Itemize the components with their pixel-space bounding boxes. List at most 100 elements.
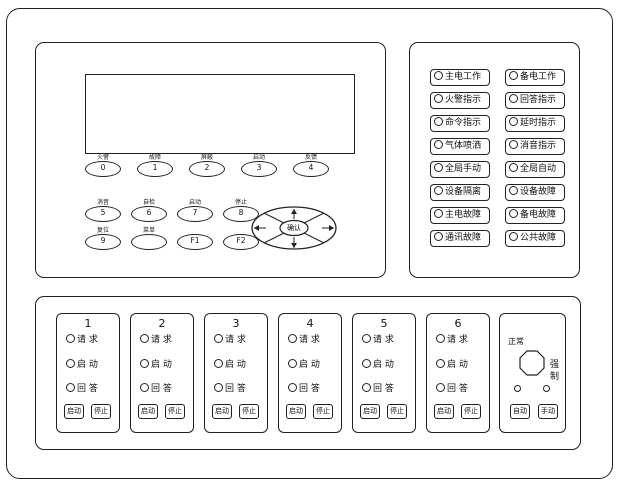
key-label: 屏蔽 <box>200 154 213 161</box>
zone-answer-status: 回 答 <box>140 381 172 394</box>
zone-start-button[interactable]: 启动 <box>64 404 84 419</box>
zone-stop-button[interactable]: 停止 <box>387 404 407 419</box>
zone-request-status: 请 求 <box>436 332 468 345</box>
indicator-label: 气体喷洒 <box>445 141 482 151</box>
zone-request-label: 请 求 <box>447 335 468 345</box>
arrow-up-icon <box>291 209 297 214</box>
zone-start-status: 启 动 <box>288 357 320 370</box>
zone-start-label: 启 动 <box>77 360 98 370</box>
key-button[interactable]: 6 <box>131 206 167 222</box>
zone-request-status: 请 求 <box>214 332 246 345</box>
led-icon <box>362 383 371 392</box>
led-icon <box>434 71 443 80</box>
led-icon <box>214 359 223 368</box>
zone-request-status: 请 求 <box>66 332 98 345</box>
key-button[interactable]: 9 <box>85 234 121 250</box>
indicator-lamp: 全局手动 <box>430 161 490 178</box>
led-icon <box>140 334 149 343</box>
zone-start-button[interactable]: 启动 <box>434 404 454 419</box>
indicator-label: 设备隔离 <box>445 187 482 197</box>
indicator-label: 通讯故障 <box>445 233 482 243</box>
indicator-label: 主电故障 <box>445 210 482 220</box>
indicator-label: 备电故障 <box>520 210 557 220</box>
key-label <box>218 227 264 234</box>
led-icon <box>362 334 371 343</box>
key-button[interactable]: 5 <box>85 206 121 222</box>
indicator-lamp: 备电故障 <box>505 207 565 224</box>
key-button[interactable]: 0 <box>85 161 121 177</box>
zone-start-label: 启 动 <box>225 360 246 370</box>
keypad-key[interactable]: 菜单 <box>126 227 172 250</box>
indicator-label: 备电工作 <box>520 72 557 82</box>
zone-answer-status: 回 答 <box>288 381 320 394</box>
zone-stop-button[interactable]: 停止 <box>165 404 185 419</box>
key-button[interactable]: 1 <box>137 161 173 177</box>
indicator-label: 主电工作 <box>445 72 482 82</box>
zone-answer-status: 回 答 <box>66 381 98 394</box>
zone-start-button[interactable]: 启动 <box>138 404 158 419</box>
keypad-key[interactable]: F2 <box>218 227 264 250</box>
led-icon <box>288 359 297 368</box>
force-label-2: 制 <box>550 372 560 382</box>
key-button[interactable]: 7 <box>177 206 213 222</box>
key-label: 故障 <box>148 154 161 161</box>
key-button[interactable]: 2 <box>189 161 225 177</box>
led-icon <box>434 209 443 218</box>
key-label: 停止 <box>234 199 247 206</box>
zone-panel <box>35 296 581 450</box>
key-label: 反馈 <box>304 154 317 161</box>
zone-answer-status: 回 答 <box>362 381 394 394</box>
zone-number: 5 <box>380 317 388 330</box>
zone-answer-label: 回 答 <box>447 384 468 394</box>
key-button[interactable]: 8 <box>223 206 259 222</box>
key-label <box>172 227 218 234</box>
force-led-left <box>514 385 521 392</box>
indicator-lamp: 回答指示 <box>505 92 565 109</box>
key-button[interactable]: F2 <box>223 234 259 250</box>
direction-pad[interactable] <box>250 205 338 251</box>
led-icon <box>288 383 297 392</box>
zone-start-button[interactable]: 启动 <box>360 404 380 419</box>
zone-stop-button[interactable]: 停止 <box>91 404 111 419</box>
key-button[interactable]: 4 <box>293 161 329 177</box>
zone-start-button[interactable]: 启动 <box>212 404 232 419</box>
key-button[interactable] <box>131 234 167 250</box>
zone-request-status: 请 求 <box>288 332 320 345</box>
led-icon <box>214 334 223 343</box>
indicator-label: 火警指示 <box>445 95 482 105</box>
indicator-lamp: 公共故障 <box>505 230 565 247</box>
zone-stop-button[interactable]: 停止 <box>239 404 259 419</box>
zone-request-label: 请 求 <box>151 335 172 345</box>
zone-start-status: 启 动 <box>66 357 98 370</box>
led-icon <box>288 334 297 343</box>
zone-stop-button[interactable]: 停止 <box>461 404 481 419</box>
indicator-lamp: 命令指示 <box>430 115 490 132</box>
indicator-label: 全局手动 <box>445 164 482 174</box>
key-button[interactable]: F1 <box>177 234 213 250</box>
confirm-button[interactable]: 确认 <box>287 224 301 232</box>
key-label: 启动 <box>252 154 265 161</box>
force-switch[interactable] <box>519 350 545 376</box>
keypad-key[interactable]: F1 <box>172 227 218 250</box>
indicator-lamp: 设备隔离 <box>430 184 490 201</box>
zone-stop-button[interactable]: 停止 <box>313 404 333 419</box>
zone-start-button[interactable]: 启动 <box>286 404 306 419</box>
arrow-down-icon <box>291 243 297 248</box>
indicator-label: 消音指示 <box>520 141 557 151</box>
auto-button[interactable]: 自动 <box>510 404 530 419</box>
manual-button[interactable]: 手动 <box>538 404 558 419</box>
key-button[interactable]: 3 <box>241 161 277 177</box>
force-control: 正常 强 制 自动 手动 <box>499 313 566 433</box>
